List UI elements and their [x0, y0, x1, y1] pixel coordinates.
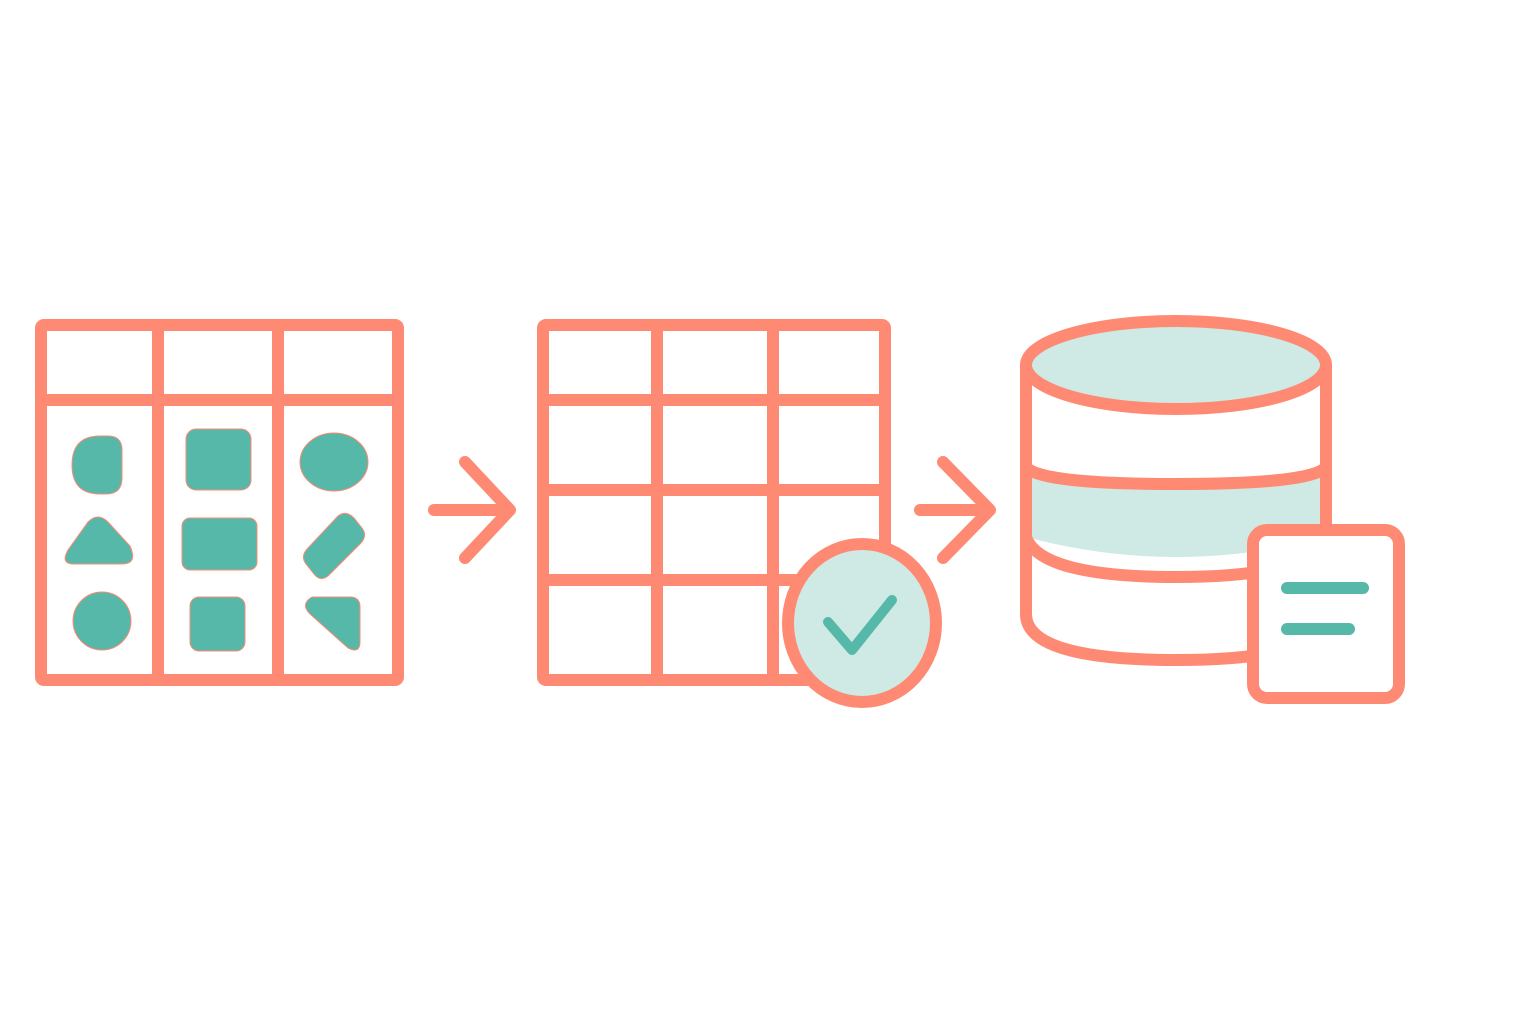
check-badge-circle	[782, 538, 942, 708]
oval-shape	[299, 432, 369, 492]
validated-table-icon	[537, 319, 942, 708]
arrow-2-head	[937, 456, 996, 564]
arrow-right-icon	[428, 456, 516, 564]
checkmark-icon	[823, 595, 897, 655]
database-top	[1020, 315, 1332, 415]
triangle-shape	[64, 516, 134, 565]
wide-rectangle-shape	[181, 517, 258, 571]
document-icon	[1247, 524, 1405, 704]
document-page	[1247, 524, 1405, 704]
arrow-right-icon	[914, 456, 996, 564]
raw-table-frame	[35, 319, 404, 686]
wedge-shape	[305, 596, 361, 651]
square-shape	[185, 428, 252, 491]
mixed-shapes	[64, 428, 369, 652]
circle-shape	[72, 591, 132, 651]
raw-data-table-icon	[35, 319, 404, 686]
rounded-blob-shape	[71, 435, 123, 495]
database-ring-1	[1020, 461, 1332, 490]
database-icon	[1020, 315, 1405, 704]
arrow-1-head	[459, 456, 516, 564]
diamond-shape	[302, 512, 366, 580]
check-badge-icon	[782, 538, 942, 708]
small-square-shape	[189, 596, 246, 652]
validated-table-frame	[537, 319, 891, 686]
